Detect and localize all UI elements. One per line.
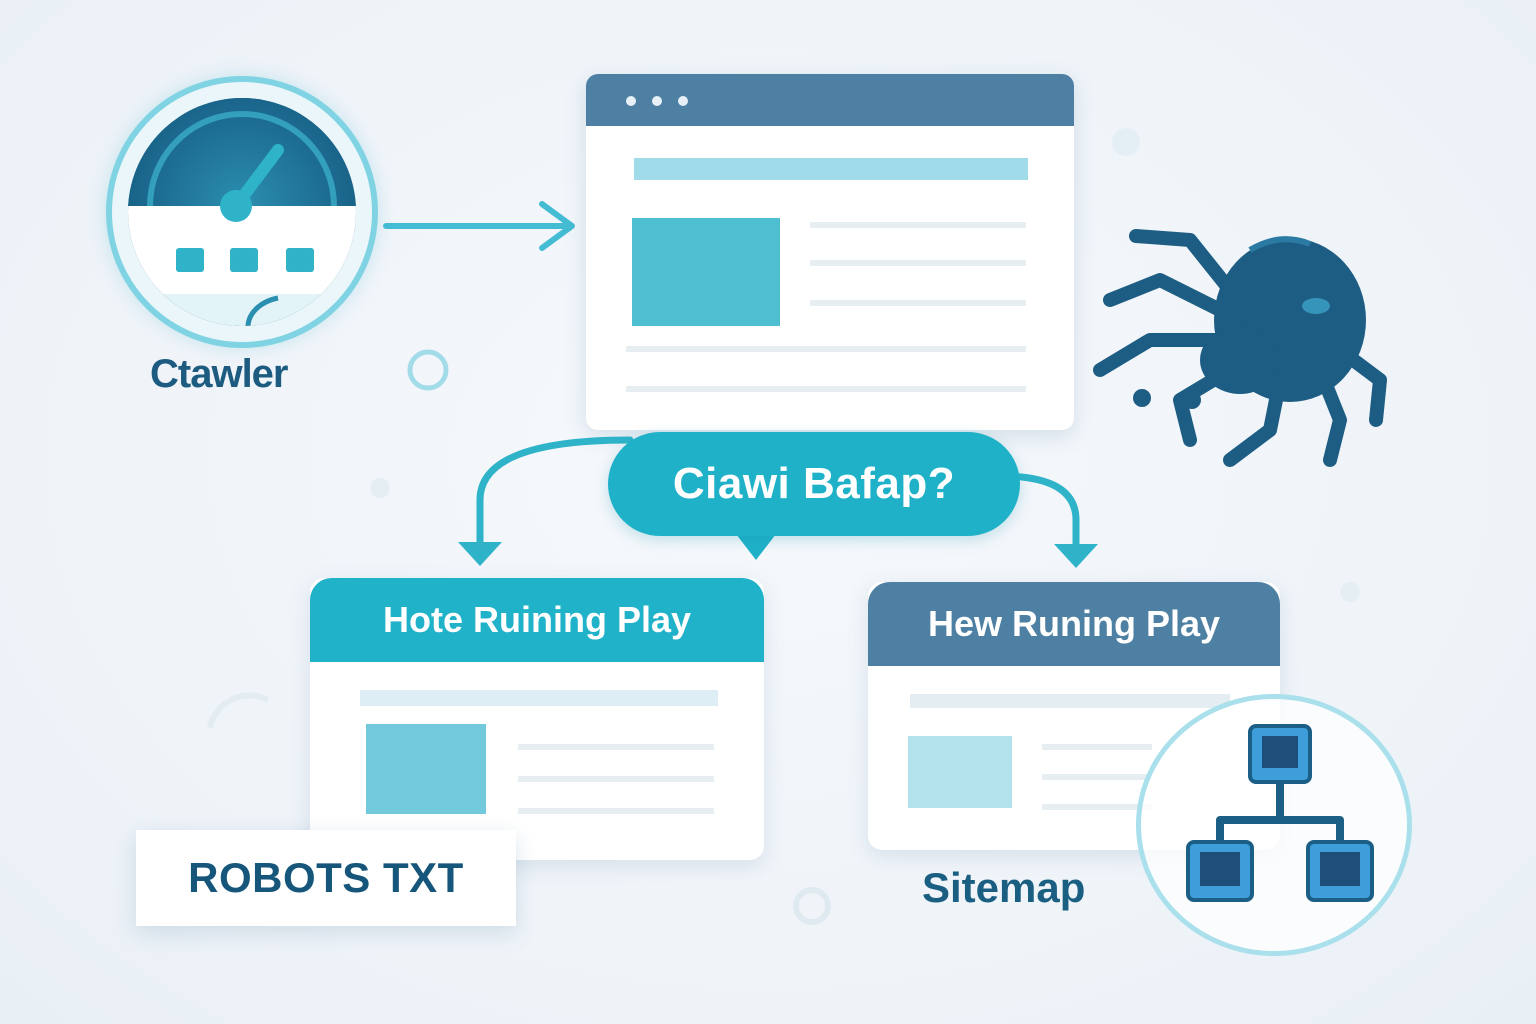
page-image-placeholder (632, 218, 780, 326)
sitemap-icon (1186, 724, 1374, 902)
web-page-window (586, 74, 1074, 430)
right-card-image-placeholder (908, 736, 1012, 808)
right-card-title: Hew Runing Play (868, 582, 1280, 666)
crawler-label: Ctawler (150, 352, 289, 396)
left-card-title: Hote Ruining Play (310, 578, 764, 662)
crawler-gauge-icon (128, 98, 356, 326)
spider-icon (1093, 229, 1387, 467)
arrow-crawler-to-page (383, 201, 575, 251)
question-bubble: Ciawi Bafap? (608, 432, 1020, 536)
browser-title-bar (586, 74, 1074, 126)
left-page-card: Hote Ruining Play (310, 578, 764, 860)
robots-txt-box: ROBOTS TXT (136, 830, 516, 926)
sitemap-label: Sitemap (922, 864, 1086, 911)
left-card-image-placeholder (366, 724, 486, 814)
